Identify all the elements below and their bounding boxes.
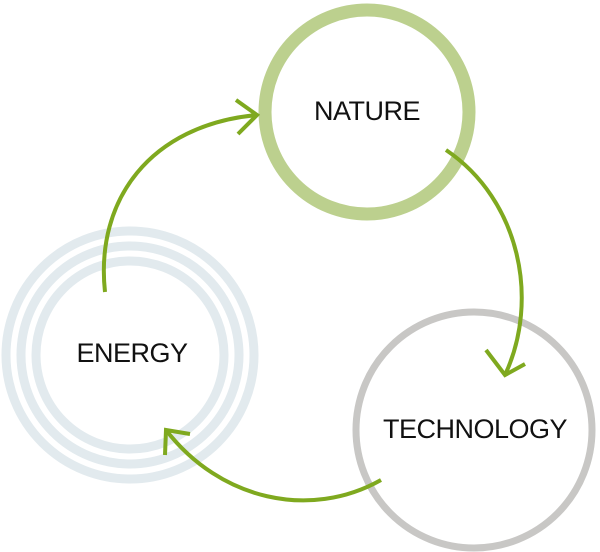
- energy-label: ENERGY: [76, 338, 188, 368]
- nature-label: NATURE: [313, 96, 421, 126]
- arrowhead-nature: [234, 98, 261, 136]
- energy-rings: [1, 226, 259, 484]
- arrow-nature-to-technology: [444, 148, 524, 376]
- arrow-energy-to-nature: [101, 113, 258, 293]
- technology-label: TECHNOLOGY: [382, 414, 568, 444]
- arrow-technology-to-energy: [164, 428, 382, 503]
- nature-circle: [258, 3, 476, 221]
- technology-circle: [352, 308, 596, 552]
- arrowhead-energy: [163, 427, 191, 456]
- arrowhead-technology: [484, 348, 526, 378]
